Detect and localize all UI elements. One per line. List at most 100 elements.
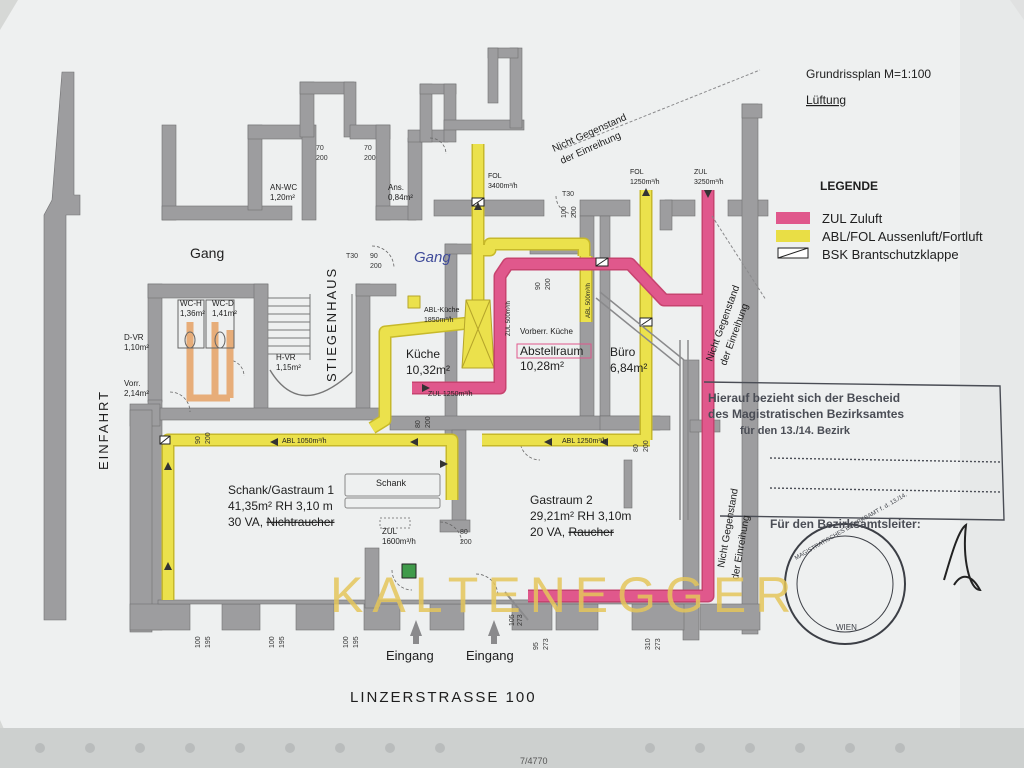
legend-swatch-abl bbox=[776, 230, 810, 242]
duct-abl-1250: ABL 1250m³/h bbox=[562, 438, 607, 445]
room-d-vr-name: D-VR bbox=[124, 333, 144, 342]
room-buero-name: Büro bbox=[610, 345, 636, 359]
room-h-vr-area: 1,15m² bbox=[276, 363, 301, 372]
wc-ducts bbox=[186, 322, 234, 402]
flow-arrows bbox=[164, 188, 712, 570]
duct-fol-3400: FOL bbox=[488, 173, 502, 180]
stamp-line-1: Hierauf bezieht sich der Bescheid bbox=[708, 391, 900, 405]
legend-swatches bbox=[776, 212, 810, 259]
legend-label-abl: ABL/FOL Aussenluft/Fortluft bbox=[822, 229, 983, 244]
dim-4b: 200 bbox=[571, 206, 578, 218]
dim-4a: 100 bbox=[561, 206, 568, 218]
room-h-vr-name: H-VR bbox=[276, 353, 296, 362]
room-gastraum2-name: Gastraum 2 bbox=[530, 493, 593, 507]
dim-t30b: T30 bbox=[562, 191, 574, 198]
room-stiegenhaus: STIEGENHAUS bbox=[324, 267, 339, 382]
legend-heading: LEGENDE bbox=[820, 179, 878, 193]
room-kueche-area: 10,32m² bbox=[406, 363, 450, 377]
dim-b5a: 310 bbox=[645, 638, 652, 650]
room-wc-d-area: 1,41m² bbox=[212, 309, 237, 318]
room-gastraum2-area: 29,21m² RH 3,10m bbox=[530, 509, 631, 523]
room-buero-area: 6,84m² bbox=[610, 361, 647, 375]
struck-nichtraucher: Nichtraucher bbox=[266, 515, 334, 529]
room-ans-area: 0,84m² bbox=[388, 193, 413, 202]
entrance-right: Eingang bbox=[466, 648, 514, 663]
dim-9a: 90 bbox=[195, 436, 202, 444]
dim-8b: 200 bbox=[460, 539, 472, 546]
room-einfahrt: EINFAHRT bbox=[96, 390, 111, 470]
duct-zul-1250: ZUL 1250m³/h bbox=[428, 391, 473, 398]
signature bbox=[943, 523, 982, 592]
plan-subtitle: Lüftung bbox=[806, 93, 846, 107]
stamp-line-2: des Magistratischen Bezirksamtes bbox=[708, 407, 904, 421]
dim-b3a: 100 bbox=[343, 636, 350, 648]
scope-lines bbox=[504, 69, 767, 621]
dim-2b: 200 bbox=[364, 155, 376, 162]
dim-b4b: 273 bbox=[543, 638, 550, 650]
dim-7a: 80 bbox=[633, 444, 640, 452]
duct-abl-kueche-val: 1850m³/h bbox=[424, 317, 454, 324]
margin-scribble: 7/4770 bbox=[520, 756, 548, 766]
street-name: LINZERSTRASSE 100 bbox=[350, 689, 537, 706]
room-vorr-area: 2,14m² bbox=[124, 389, 149, 398]
room-gastraum1-name: Schank/Gastraum 1 bbox=[228, 483, 334, 497]
dim-6b: 200 bbox=[425, 416, 432, 428]
official-seal bbox=[784, 523, 906, 645]
dim-2a: 70 bbox=[364, 145, 372, 152]
room-wc-d-name: WC-D bbox=[212, 299, 234, 308]
duct-abl-1050: ABL 1050m³/h bbox=[282, 438, 327, 445]
legend-label-zul: ZUL Zuluft bbox=[822, 211, 883, 226]
dim-3a: 90 bbox=[370, 253, 378, 260]
watermark: KALTENEGGER bbox=[330, 567, 800, 623]
dim-b1a: 100 bbox=[195, 636, 202, 648]
dim-b1b: 195 bbox=[205, 636, 212, 648]
seal-city: WIEN bbox=[836, 623, 857, 632]
room-abstellraum-note: Vorberr. Küche bbox=[520, 327, 573, 336]
dim-1b: 200 bbox=[316, 155, 328, 162]
entrance-left: Eingang bbox=[386, 648, 434, 663]
room-gastraum1-area: 41,35m² RH 3,10 m bbox=[228, 499, 333, 513]
dim-b6a: 105 bbox=[509, 614, 516, 626]
room-kueche-name: Küche bbox=[406, 347, 440, 361]
room-an-wc-name: AN-WC bbox=[270, 183, 297, 192]
room-an-wc-area: 1,20m² bbox=[270, 193, 295, 202]
room-gang-handwritten: Gang bbox=[414, 249, 451, 266]
dim-5b: 200 bbox=[545, 278, 552, 290]
dim-1a: 70 bbox=[316, 145, 324, 152]
room-ans-name: Ans. bbox=[388, 183, 404, 192]
dim-9b: 200 bbox=[205, 432, 212, 444]
staircase bbox=[268, 294, 353, 397]
dim-b3b: 195 bbox=[353, 636, 360, 648]
schank-counter bbox=[344, 473, 441, 529]
zul-ducts bbox=[401, 190, 715, 603]
entrance-arrows bbox=[410, 620, 500, 644]
duct-zul-1600: ZUL bbox=[382, 527, 398, 536]
room-wc-h-name: WC-H bbox=[180, 299, 202, 308]
duct-fol-1250-val: 1250m³/h bbox=[630, 179, 660, 186]
dim-8a: 80 bbox=[460, 529, 468, 536]
room-d-vr-area: 1,10m² bbox=[124, 343, 149, 352]
room-vorr-name: Vorr. bbox=[124, 379, 140, 388]
stamp-line-3: für den 13./14. Bezirk bbox=[740, 425, 851, 437]
dim-b2b: 195 bbox=[279, 636, 286, 648]
duct-abl-kueche: ABL-Küche bbox=[424, 307, 460, 314]
room-abstellraum-area: 10,28m² bbox=[520, 359, 564, 373]
room-wc-h-area: 1,36m² bbox=[180, 309, 205, 318]
door-swings bbox=[169, 137, 575, 597]
duct-zul-3250-val: 3250m³/h bbox=[694, 179, 724, 186]
plan-title: Grundrissplan M=1:100 bbox=[806, 67, 931, 81]
legend-label-bsk: BSK Brantschutzklappe bbox=[822, 247, 959, 262]
room-gastraum1-va: 30 VA, Nichtraucher bbox=[228, 515, 335, 529]
approval-stamp-box bbox=[703, 381, 1005, 521]
room-gastraum2-va: 20 VA, Raucher bbox=[530, 525, 614, 539]
duct-zul-3250: ZUL bbox=[694, 169, 707, 176]
dim-3b: 200 bbox=[370, 263, 382, 270]
dim-b4a: 95 bbox=[533, 642, 540, 650]
struck-raucher: Raucher bbox=[568, 525, 613, 539]
room-gang: Gang bbox=[190, 245, 224, 261]
room-abstellraum-name: Abstellraum bbox=[520, 344, 583, 358]
dim-5a: 90 bbox=[535, 282, 542, 290]
dim-b5b: 273 bbox=[655, 638, 662, 650]
duct-abl-500: ABL 500m³/h bbox=[586, 283, 592, 318]
